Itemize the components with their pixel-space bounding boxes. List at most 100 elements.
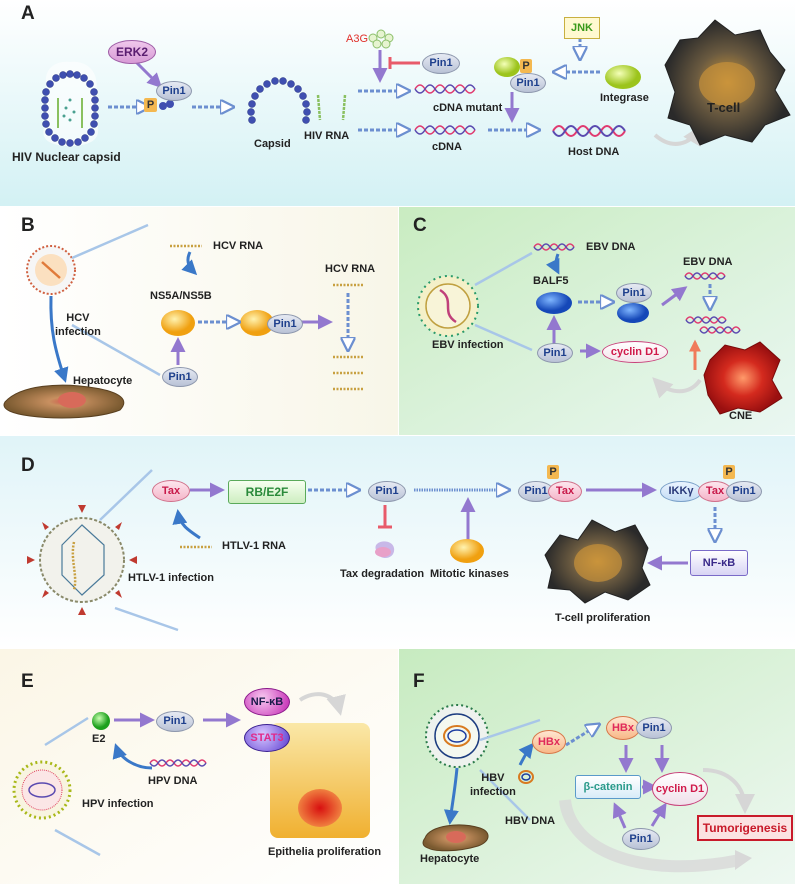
arrow-rna-to-ns5: [181, 251, 198, 276]
hbv-infection-label: HBV infection: [470, 772, 516, 798]
hpv-virus-icon: [12, 760, 72, 820]
mitotic-kinase-icon: [450, 539, 484, 563]
a3g-icon: [368, 29, 394, 49]
arrow-hbv-to-hepatocyte: [443, 767, 459, 825]
ebv-dna-right-helix: [684, 272, 726, 280]
tumorigenesis-box: Tumorigenesis: [697, 815, 793, 841]
integrase-bound-icon: [494, 57, 520, 77]
cdna-helix: [414, 125, 476, 135]
arrow-erk2-to-pin1: [132, 58, 163, 89]
panel-label-a: A: [21, 3, 35, 24]
hiv-rna-label: HIV RNA: [304, 130, 350, 142]
beta-catenin-box: β-catenin: [575, 775, 641, 799]
hepatocyte-f-icon: [422, 824, 489, 852]
jnk-box: JNK: [564, 17, 600, 39]
hpv-infection-label: HPV infection: [82, 798, 154, 810]
hcv-rna-right-label: HCV RNA: [325, 263, 376, 275]
integrase-icon: [605, 65, 641, 89]
capsid-graphic: [247, 77, 311, 124]
epithelia-cell-icon: [270, 723, 370, 838]
hbv-virus-icon: [425, 704, 489, 768]
arrow-cne-loop: [652, 377, 702, 399]
hpv-dna-helix: [149, 759, 207, 767]
pin1-node-a1: Pin1: [156, 81, 192, 101]
htlv-infection-label: HTLV-1 infection: [128, 572, 214, 584]
nfkb-box-d: NF-κB: [690, 550, 748, 576]
hbv-dna-label: HBV DNA: [505, 815, 556, 827]
pin1-node-f2: Pin1: [622, 828, 660, 850]
e2-protein-icon: [92, 712, 110, 730]
hpv-dna-label: HPV DNA: [148, 775, 198, 787]
arrow-dna-to-hbx: [518, 742, 534, 766]
arrow-hbx-to-complex: [565, 725, 598, 747]
pin1-node-b2: Pin1: [162, 367, 198, 387]
hepatocyte-label-b: Hepatocyte: [73, 375, 133, 387]
tax-degradation-icon: [375, 541, 395, 559]
line-htlv-top: [99, 469, 153, 521]
cdna-mutant-helix: [414, 84, 476, 94]
ns5-bound-icon: [240, 310, 274, 336]
hcv-rna-copies: [333, 283, 363, 391]
e2-label: E2: [92, 733, 106, 745]
cne-cell-icon: [703, 341, 783, 415]
capsid-label: Capsid: [254, 138, 291, 150]
panel-label-d: D: [21, 455, 35, 476]
arrow-ebv-dna-to-balf5: [545, 253, 560, 275]
pin1-node-a3: Pin1: [510, 73, 546, 93]
panel-a-bg: [0, 0, 795, 206]
erk2-node: ERK2: [108, 40, 156, 64]
hbx-node-f1: HBx: [606, 716, 640, 740]
nfkb-node-e: NF-κB: [244, 688, 290, 716]
tcell-label: T-cell: [707, 100, 741, 115]
arrow-pin1-to-cyclin: [650, 802, 667, 827]
tax-node-d3: Tax: [698, 481, 732, 502]
ebv-virus-icon: [417, 275, 479, 337]
htlv-virus-icon: [27, 505, 137, 615]
hiv-rna-graphic: [316, 94, 347, 121]
pin1-node-f1: Pin1: [636, 717, 672, 739]
hcv-infection-label: HCV infection: [55, 312, 101, 338]
line-hcv-top: [71, 223, 149, 260]
arrow-cyclin-to-tumor: [702, 768, 755, 814]
line-htlv-bottom: [114, 606, 179, 632]
ebv-dna-top-label: EBV DNA: [586, 241, 636, 253]
line-hbv-bottom: [479, 769, 531, 821]
pin1-node-d2: Pin1: [518, 481, 554, 502]
arrow-big-catenin-to-tumor: [559, 799, 742, 873]
ebv-dna-copies: [685, 316, 741, 334]
erk2-pin1-complex: [159, 100, 174, 110]
hbx-node-f2: HBx: [532, 730, 566, 754]
tcell-icon: [664, 19, 791, 146]
line-ebv-bottom: [474, 323, 533, 352]
arrow-pin1-to-catenin: [612, 802, 627, 829]
panel-label-f: F: [413, 671, 425, 692]
cdna-label: cDNA: [432, 141, 462, 153]
hcv-rna-top-label: HCV RNA: [213, 240, 264, 252]
ebv-dna-top-helix: [533, 243, 575, 251]
ns5-label: NS5A/NS5B: [150, 290, 212, 302]
ebv-dna-right-label: EBV DNA: [683, 256, 733, 268]
tax-node-d1: Tax: [152, 480, 190, 502]
arrow-big-head: [735, 850, 752, 870]
integrase-label: Integrase: [600, 92, 649, 104]
line-hpv-top: [44, 716, 89, 747]
balf5-bound-icon: [617, 303, 649, 323]
cyclin-d1-node-c: cyclin D1: [602, 341, 668, 363]
arrow-hpv-dna-to-e2: [112, 743, 153, 770]
balf5-label: BALF5: [533, 275, 569, 287]
cyclin-d1-node-f: cyclin D1: [652, 772, 708, 806]
hepatocyte-label-f: Hepatocyte: [420, 853, 480, 865]
arrow-pin1-to-ebvdna: [661, 286, 688, 307]
mitotic-kinases-label: Mitotic kinases: [430, 568, 509, 580]
line-hpv-bottom: [54, 828, 101, 857]
rb-e2f-box: RB/E2F: [228, 480, 306, 504]
host-dna-helix: [552, 125, 626, 137]
panel-label-e: E: [21, 671, 34, 692]
epithelia-proliferation-label: Epithelia proliferation: [268, 846, 382, 858]
hiv-nuclear-capsid-graphic: [41, 61, 99, 147]
inhibit-tax-degradation: [378, 505, 392, 529]
arrow-rna-to-tax: [172, 509, 201, 540]
panel-label-c: C: [413, 215, 427, 236]
inhibit-pin1-a3g: [388, 57, 420, 69]
